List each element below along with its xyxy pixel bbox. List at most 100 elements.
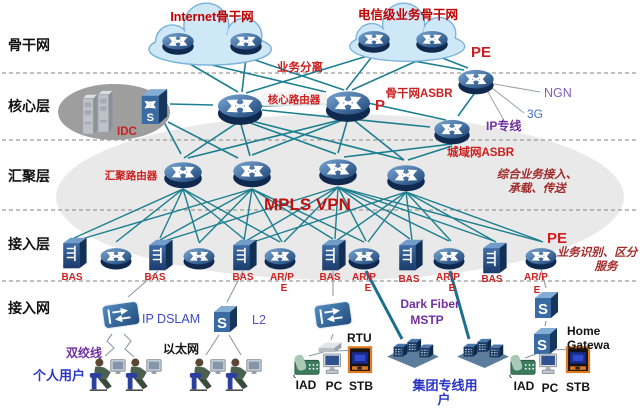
label-idc: IDC [117, 126, 137, 138]
enterprise-buildings-icon [386, 338, 440, 368]
backbone-asbr-pe-router-icon [458, 70, 493, 94]
home-gateway-icon [534, 328, 557, 354]
label-ip-dslam: IP DSLAM [142, 312, 200, 326]
enterprise-buildings-icon [456, 338, 510, 368]
pc-icon [539, 353, 558, 374]
label-layer-aggregation: 汇聚层 [8, 168, 50, 184]
label-ar-p: AR/P [436, 272, 460, 283]
label-telecom-backbone: 电信级业务骨干网 [358, 7, 458, 22]
home-user-icon [89, 357, 126, 391]
label-backbone-asbr: 骨干网ASBR [385, 87, 453, 100]
ar-router-icon [101, 248, 132, 269]
layer-labels: 骨干网 核心层 汇聚层 接入层 接入网 [8, 37, 50, 316]
pc-icon [323, 353, 342, 374]
home-user-icon [125, 357, 162, 391]
bas-icon [482, 241, 508, 275]
label-agg-router: 汇聚路由器 [105, 169, 158, 182]
telecom-cloud-router-icon [358, 31, 390, 53]
bas-icon [321, 238, 347, 272]
metro-asbr-router-icon [434, 120, 469, 144]
label-iad: IAD [296, 378, 317, 392]
core-router-icon [218, 94, 262, 125]
telecom-cloud-router-icon [416, 31, 448, 53]
label-internet-backbone: Internet骨干网 [170, 10, 253, 24]
label-ip-line: IP专线 [486, 118, 521, 133]
label-twisted-pair: 双绞线 [66, 345, 102, 360]
label-ar-p-e: E [365, 283, 372, 294]
ar-router-icon [184, 248, 215, 269]
label-ar-p: AR/P [524, 272, 548, 283]
access-labels: BAS BAS BAS BAS BAS BAS AR/P AR/P AR/P A… [61, 272, 548, 296]
label-ar-p-e: E [449, 283, 456, 294]
label-dark-fiber-2: MSTP [410, 313, 443, 327]
label-bas: BAS [232, 272, 253, 283]
label-bas: BAS [319, 272, 340, 283]
pe-service-links [487, 83, 541, 125]
label-ar-p-e: E [534, 285, 541, 296]
bas-icon [148, 238, 174, 272]
label-dark-fiber-1: Dark Fiber [400, 297, 460, 311]
label-layer-access: 接入层 [8, 236, 50, 252]
aggregation-router-icon [387, 165, 425, 191]
aggregation-router-icon [233, 161, 271, 187]
cpe-labels: IAD PC STB IAD PC STB [296, 378, 591, 395]
label-iad: IAD [514, 379, 535, 393]
label-core-router: 核心路由器 [268, 93, 321, 106]
label-integrated-services-2: 承载、传送 [508, 182, 567, 195]
home-user-icon [225, 357, 262, 391]
aggregation-access-links [73, 186, 544, 244]
label-group-users-1: 集团专线用 [411, 378, 477, 393]
label-service-separation: 业务分离 [277, 60, 323, 74]
label-stb: STB [349, 379, 373, 393]
label-l2: L2 [252, 313, 266, 327]
label-stb: STB [566, 380, 590, 394]
label-home-gateway-1: Home [567, 324, 601, 338]
label-group-users-2: 户 [437, 392, 450, 407]
internet-cloud-router-icon [230, 33, 262, 55]
core-router-p-icon [326, 91, 370, 122]
label-ar-p: AR/P [352, 272, 376, 283]
ar-pe-router-icon [526, 248, 557, 269]
label-layer-backbone: 骨干网 [8, 37, 50, 53]
bas-icon [398, 238, 424, 272]
bas-icon [232, 238, 258, 272]
label-pe-access: PE [547, 230, 567, 247]
label-layer-access-network: 接入网 [8, 300, 50, 316]
label-personal-users: 个人用户 [32, 368, 85, 383]
label-service-id-2: 服务 [594, 260, 619, 273]
label-bas: BAS [144, 272, 165, 283]
label-service-id-1: 业务识别、区分 [557, 246, 639, 259]
iad-phone-icon [509, 353, 536, 378]
ip-dslam-icon [101, 301, 140, 329]
label-bas: BAS [481, 274, 502, 285]
ar-pe-router-icon [349, 248, 380, 269]
home-user-icon [189, 357, 226, 391]
label-metro-asbr: 城域网ASBR [447, 145, 515, 159]
aggregation-router-icon [164, 162, 202, 188]
ar-pe-router-icon [265, 248, 296, 269]
label-home-gateway-2: Gatewa [567, 338, 610, 352]
core-router-label-bg [261, 92, 327, 106]
label-ar-p-e: E [281, 283, 288, 294]
aggregation-router-icon [319, 159, 357, 185]
label-pe-top: PE [471, 44, 491, 61]
internet-cloud-router-icon [162, 33, 194, 55]
label-pc: PC [326, 379, 343, 393]
bas-icon [62, 236, 88, 270]
label-ethernet: 以太网 [163, 341, 199, 356]
label-bas: BAS [398, 274, 419, 285]
label-integrated-services-1: 综合业务接入、 [497, 168, 578, 181]
label-p: P [375, 97, 385, 114]
idc-switch-icon [142, 89, 167, 124]
stb-icon [347, 346, 373, 374]
label-bas: BAS [61, 272, 82, 283]
label-rtu: RTU [347, 331, 372, 345]
label-mpls-vpn: MPLS VPN [264, 195, 351, 214]
label-ngn: NGN [544, 86, 572, 100]
label-layer-core: 核心层 [8, 98, 50, 114]
rtu-icon [313, 301, 352, 329]
l2-switch-icon [214, 306, 237, 332]
ar-pe-router-icon [434, 248, 465, 269]
